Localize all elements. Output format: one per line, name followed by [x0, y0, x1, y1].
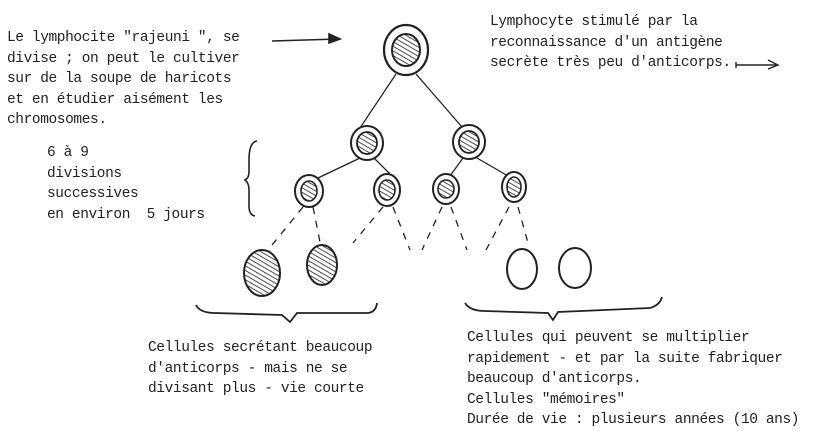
- dividing-cell: [501, 171, 527, 203]
- note-line: reconnaissance d'un antigène: [490, 34, 723, 51]
- memory-cell: [558, 247, 592, 289]
- memory-cells-note: Cellules qui peuvent se multiplier rapide…: [467, 328, 799, 431]
- plasma-cell: [306, 244, 338, 286]
- note-line: divisant plus - vie courte: [148, 381, 364, 397]
- memory-cells-brace: [464, 296, 663, 322]
- note-line: Le lymphocite "rajeuni ", se: [7, 30, 240, 46]
- note-line: Cellules qui peuvent se multiplier: [467, 330, 750, 346]
- right-note: Lymphocyte stimulé par la reconnaissance …: [490, 12, 731, 74]
- note-line: secrète très peu d'anticorps.: [490, 55, 731, 71]
- note-line: rapidement - et par la suite fabriquer: [467, 350, 783, 367]
- plasma-cells-note: Cellules secrétant beaucoup d'anticorps -…: [148, 338, 373, 400]
- arrow-icon: [735, 59, 780, 70]
- left-note: Le lymphocite "rajeuni ", se divise ; on …: [7, 28, 240, 131]
- note-line: Cellules "mémoires": [467, 391, 625, 408]
- note-line: Cellules secrétant beaucoup: [148, 340, 373, 356]
- note-line: et en étudier aisément les: [7, 91, 223, 108]
- note-line: divisions: [47, 165, 122, 182]
- note-line: beaucoup d'anticorps.: [467, 371, 642, 387]
- divisions-brace: [243, 140, 258, 217]
- note-line: 6 à 9: [47, 145, 89, 161]
- note-line: chromosomes.: [7, 112, 107, 128]
- note-line: Durée de vie : plusieurs années (10 ans): [467, 412, 800, 428]
- note-line: d'anticorps - mais ne se: [148, 360, 348, 377]
- dividing-cell: [350, 125, 384, 161]
- plasma-cells-brace: [195, 302, 378, 324]
- branch-lines: [317, 73, 509, 179]
- dividing-cell: [432, 173, 460, 205]
- divisions-note: 6 à 9 divisions successives en environ 5 jo…: [47, 143, 205, 225]
- note-line: sur de la soupe de haricots: [7, 71, 232, 87]
- dashed-branch-lines: [267, 206, 529, 251]
- plasma-cell: [243, 249, 281, 297]
- dividing-cell: [294, 174, 324, 208]
- dividing-cell: [452, 124, 486, 160]
- note-line: divise ; on peut le cultiver: [7, 50, 240, 67]
- arrow-icon: [271, 32, 343, 45]
- stimulated-lymphocyte-cell: [382, 23, 430, 77]
- note-line: Lymphocyte stimulé par la: [490, 14, 698, 30]
- dividing-cell: [373, 173, 401, 207]
- memory-cell: [506, 248, 538, 290]
- note-line: en environ 5 jours: [47, 206, 205, 223]
- note-line: successives: [47, 186, 139, 202]
